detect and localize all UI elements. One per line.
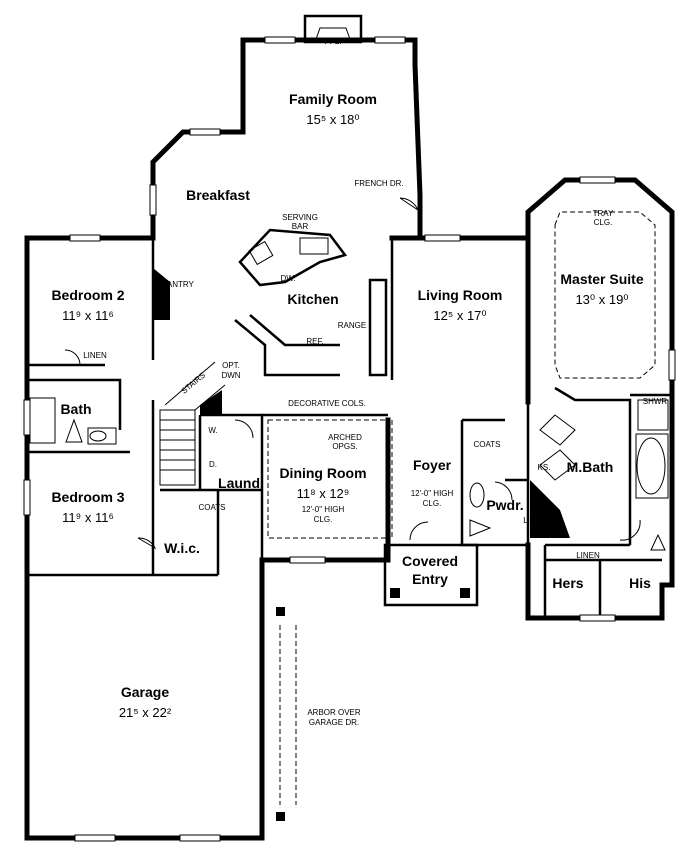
serving-bar-label-2: BAR: [292, 222, 309, 231]
covered-entry-name-2: Entry: [412, 571, 448, 587]
stairs-label: STAIRS: [180, 371, 207, 396]
bedroom-2-dim: 11⁹ x 11⁶: [62, 308, 114, 323]
dining-room-name: Dining Room: [279, 465, 366, 481]
stair-wall: [200, 390, 222, 415]
arbor: [263, 607, 297, 821]
foyer-name: Foyer: [413, 457, 452, 473]
foyer-note-1: 12'-0" HIGH: [411, 489, 454, 498]
dining-note-2: CLG.: [314, 515, 333, 524]
arbor-label-1: ARBOR OVER: [307, 708, 361, 717]
arched-openings: [267, 419, 389, 539]
fireplace-label: FPL.: [325, 37, 342, 46]
arched-openings-label-2: OPGS.: [332, 442, 357, 451]
linen-label-pwdr: LINEN: [523, 516, 547, 525]
plan-notes: FPL. FRENCH DR. SERVING BAR DW. PANTRY R…: [83, 37, 667, 727]
pantry-label: PANTRY: [162, 280, 194, 289]
decorative-cols-label: DECORATIVE COLS.: [288, 399, 366, 408]
breakfast-name: Breakfast: [186, 187, 250, 203]
powder-name: Pwdr.: [486, 497, 523, 513]
dishwasher-label: DW.: [280, 274, 295, 283]
garage-name: Garage: [121, 684, 169, 700]
serving-bar: [238, 228, 348, 287]
optional-down-label-2: DWN: [221, 371, 240, 380]
doors: [64, 197, 641, 550]
kitchen-name: Kitchen: [287, 291, 338, 307]
his-closet-name: His: [629, 575, 651, 591]
tray-ceiling-label-1: TRAY: [593, 209, 614, 218]
room-labels: Family Room 15⁵ x 18⁰ Breakfast Kitchen …: [51, 91, 651, 720]
arbor-label-2: GARAGE DR.: [309, 718, 359, 727]
bath-name: Bath: [60, 401, 91, 417]
hers-closet-name: Hers: [552, 575, 583, 591]
bedroom-2-name: Bedroom 2: [51, 287, 124, 303]
dryer-label: D.: [209, 460, 217, 469]
linen-label-bed2: LINEN: [83, 351, 107, 360]
bedroom-3-name: Bedroom 3: [51, 489, 124, 505]
fixtures: [29, 397, 669, 551]
coats-label-laundry: COATS: [199, 503, 226, 512]
coats-label-foyer: COATS: [474, 440, 501, 449]
covered-entry-name-1: Covered: [402, 553, 458, 569]
laundry-name: Laund.: [218, 475, 264, 491]
windows: [23, 36, 676, 842]
refrigerator-label: REF.: [306, 337, 323, 346]
master-suite-name: Master Suite: [560, 271, 643, 287]
range-label: RANGE: [338, 321, 366, 330]
french-door-label: FRENCH DR.: [354, 179, 403, 188]
pantry-wall: [153, 268, 170, 320]
living-room-name: Living Room: [418, 287, 503, 303]
family-room-dim: 15⁵ x 18⁰: [306, 112, 359, 127]
dining-room-dim: 11⁸ x 12⁹: [297, 486, 350, 501]
washer-label: W.: [208, 426, 217, 435]
covered-entry: [383, 543, 479, 607]
master-suite-dim: 13⁰ x 19⁰: [575, 292, 628, 307]
tray-ceiling-label-2: CLG.: [594, 218, 613, 227]
master-bath-name: M.Bath: [567, 459, 614, 475]
tray-ceiling: [554, 211, 656, 379]
serving-bar-label-1: SERVING: [282, 213, 318, 222]
foyer-note-2: CLG.: [423, 499, 442, 508]
knee-space-label: KS.: [538, 463, 551, 472]
optional-down-label-1: OPT.: [222, 361, 240, 370]
bedroom-3-dim: 11⁹ x 11⁶: [62, 510, 114, 525]
pwdr-wall: [530, 480, 570, 538]
family-room-name: Family Room: [289, 91, 377, 107]
living-room-dim: 12⁵ x 17⁰: [433, 308, 486, 323]
linen-label-closet: LINEN: [576, 551, 600, 560]
dining-note-1: 12'-0" HIGH: [302, 505, 345, 514]
garage-dim: 21⁵ x 22²: [119, 705, 172, 720]
shower-label: SHWR: [643, 397, 668, 406]
fireplace: [303, 14, 363, 44]
wic-name: W.i.c.: [164, 540, 200, 556]
arched-openings-label-1: ARCHED: [328, 433, 362, 442]
stairs: [159, 361, 226, 486]
